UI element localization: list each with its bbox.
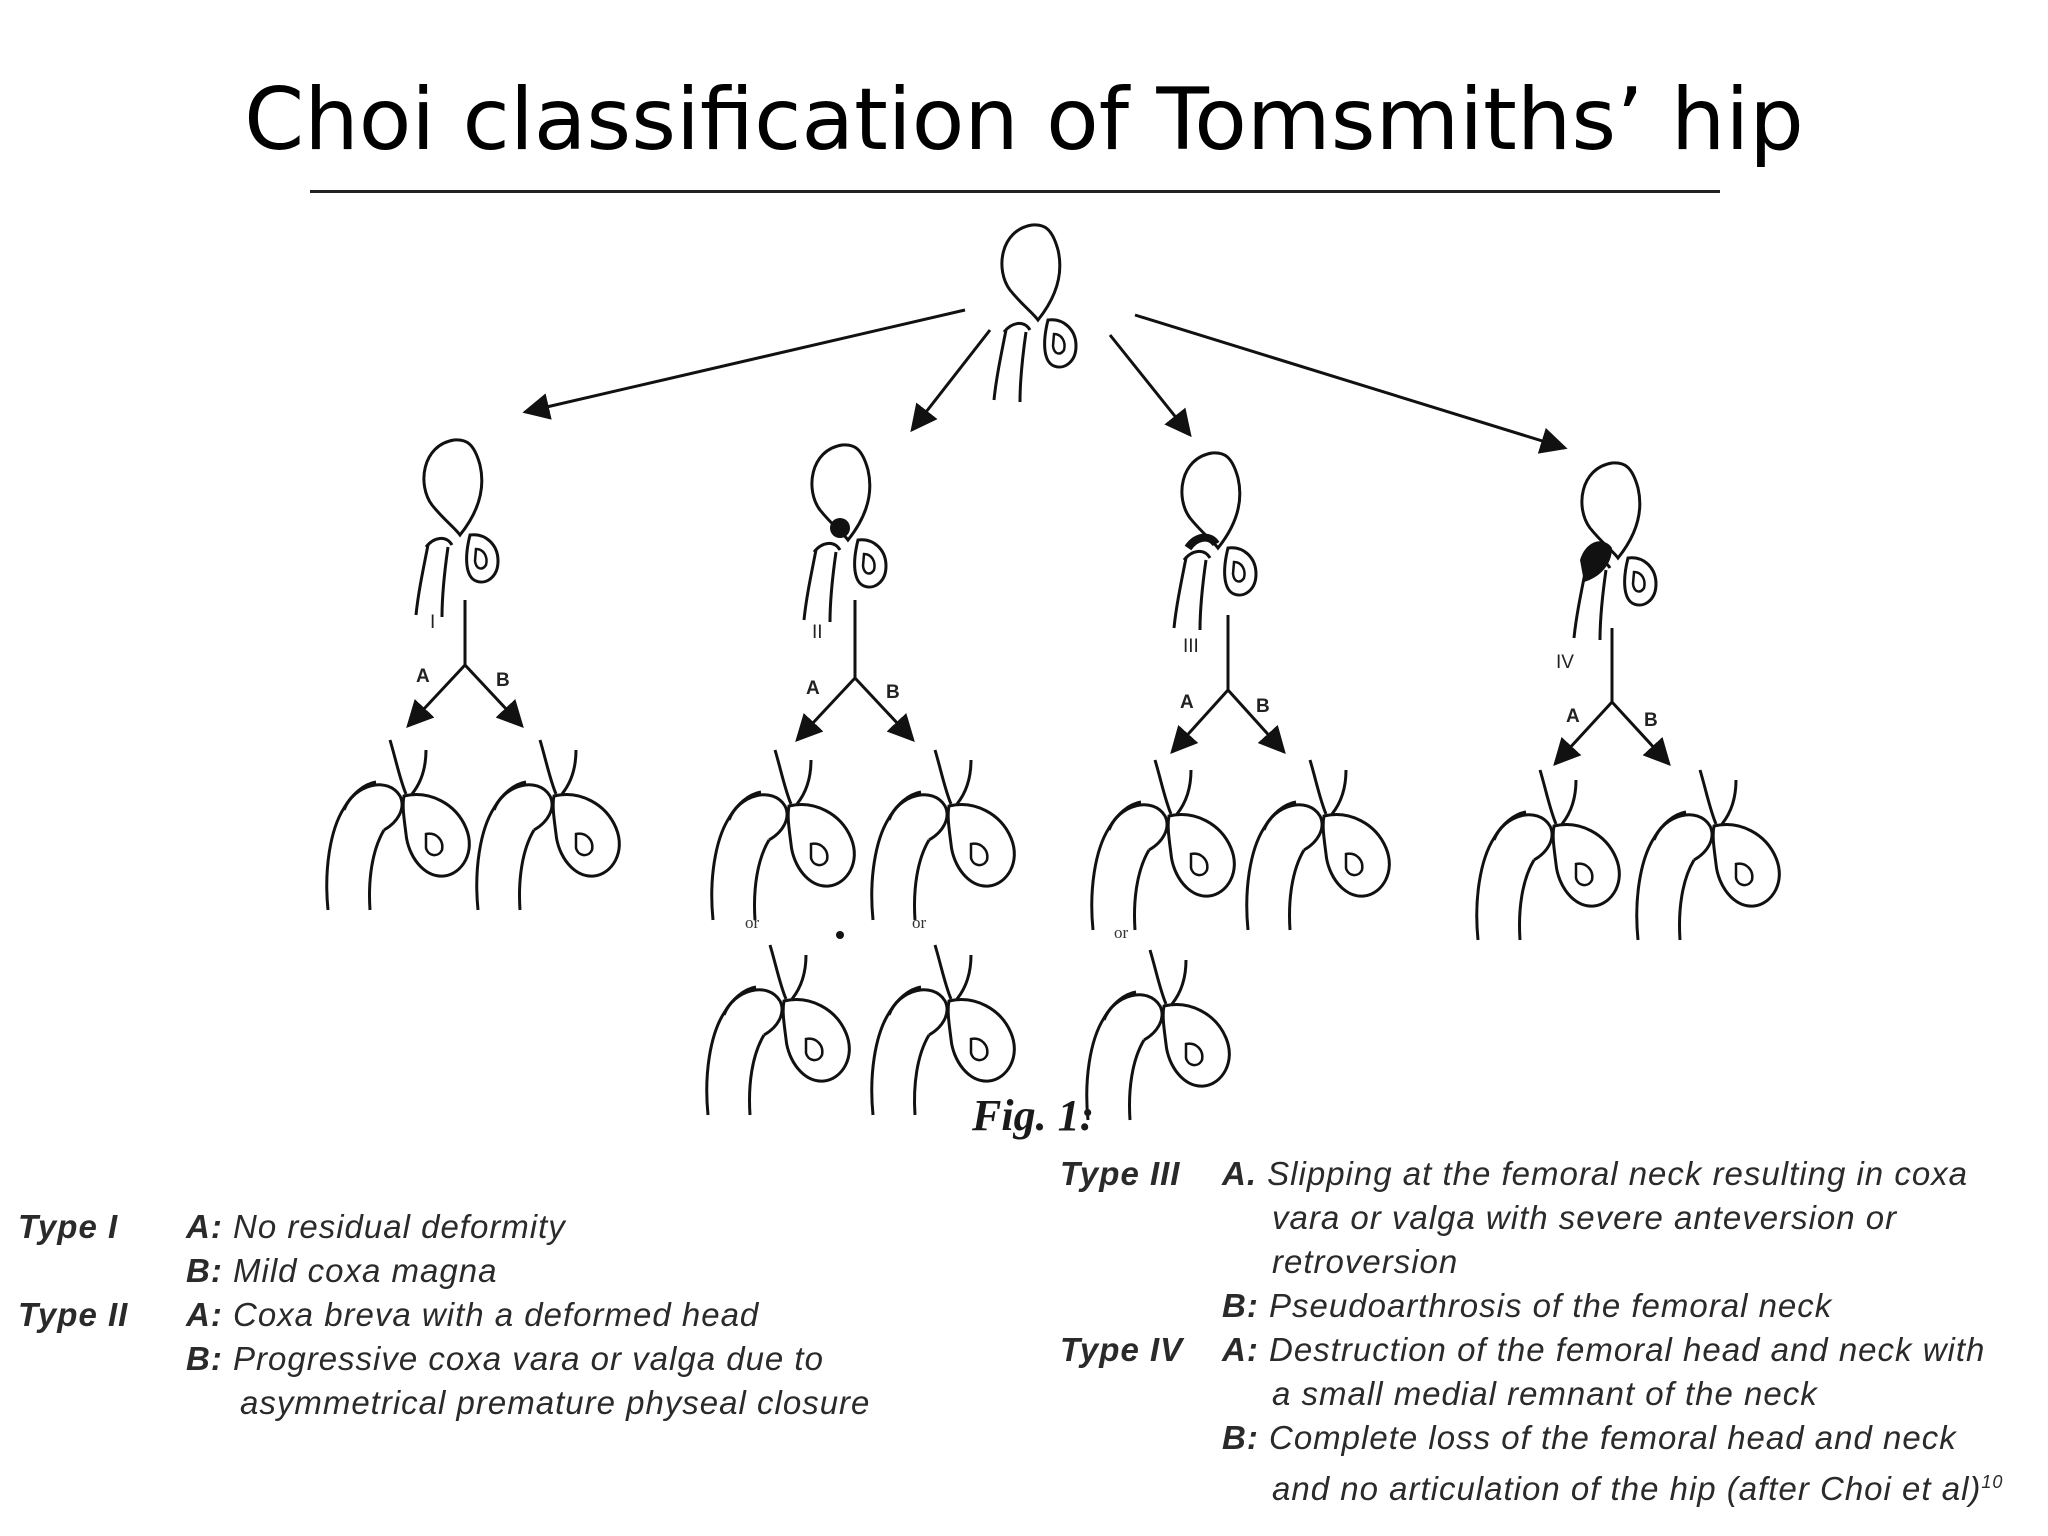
- hip-type-2b-drawing: [870, 748, 1016, 922]
- title-underline: [310, 190, 1720, 193]
- legend-reference-number: 10: [1981, 1472, 2004, 1492]
- arrow-to-type-1: [522, 308, 966, 420]
- legend-type-4-b-line1: Complete loss of the femoral head and ne…: [1269, 1419, 1957, 1456]
- legend-type-4-name: Type IV: [1060, 1331, 1184, 1368]
- type-4-label: IV: [1556, 652, 1574, 673]
- hip-type-3b-drawing: [1245, 758, 1391, 932]
- legend-type-3-a-key: A.: [1222, 1155, 1257, 1192]
- arrow-to-type-2: [910, 329, 992, 433]
- legend-left: Type I A: No residual deformity B: Mild …: [18, 1205, 998, 1425]
- legend-type-1-name: Type I: [18, 1208, 119, 1245]
- legend-type-4-a-key: A:: [1222, 1331, 1259, 1368]
- hip-type-2a-drawing: [710, 748, 856, 922]
- hip-normal-drawing: [992, 223, 1078, 404]
- legend-type-1-a: No residual deformity: [233, 1208, 566, 1245]
- arrow-to-type-4: [1134, 313, 1568, 454]
- legend-type-2-b-line1: Progressive coxa vara or valga due to: [233, 1340, 824, 1377]
- type-2-branch-b: B: [886, 682, 900, 703]
- figure-caption: Fig. 1:: [972, 1091, 1095, 1140]
- legend-type-1-a-key: A:: [186, 1208, 223, 1245]
- type-3-branch-a: A: [1180, 692, 1194, 713]
- legend-type-2-a: Coxa breva with a deformed head: [233, 1296, 760, 1333]
- legend-type-2-a-key: A:: [186, 1296, 223, 1333]
- legend-type-1-b-key: B:: [186, 1252, 223, 1289]
- hip-type-4b-drawing: [1635, 768, 1781, 942]
- legend-type-3-a-line3: retroversion: [1272, 1243, 1459, 1280]
- type-3-label: III: [1183, 636, 1199, 657]
- slide-title: Choi classification of Tomsmiths’ hip: [244, 70, 1804, 170]
- type-3a-or-label: or: [1114, 923, 1129, 942]
- type-1-column: I A B: [325, 438, 621, 912]
- type-1-branch-a: A: [416, 666, 430, 687]
- hip-type-4a-drawing: [1475, 768, 1621, 942]
- type-2b-or-label: or: [912, 913, 927, 932]
- type-4-branch-a: A: [1566, 706, 1580, 727]
- hip-type-3a-drawing: [1090, 758, 1236, 932]
- legend-type-1-b: Mild coxa magna: [233, 1252, 498, 1289]
- legend-type-4-a-line2: a small medial remnant of the neck: [1272, 1375, 1818, 1412]
- legend-type-3-a-line2: vara or valga with severe anteversion or: [1272, 1199, 1898, 1236]
- type-2-label: II: [812, 622, 823, 643]
- type-3-branch-b: B: [1256, 696, 1270, 717]
- legend-type-4-a-line1: Destruction of the femoral head and neck…: [1269, 1331, 1986, 1368]
- legend-type-3-name: Type III: [1060, 1155, 1181, 1192]
- type-2-column: II A B or or: [705, 443, 1016, 1117]
- legend-type-3-a-line1: Slipping at the femoral neck resulting i…: [1267, 1155, 1969, 1192]
- legend-type-2-b-line2: asymmetrical premature physeal closure: [240, 1384, 871, 1421]
- hip-type-1b-drawing: [475, 738, 621, 912]
- legend-right: Type III A. Slipping at the femoral neck…: [1060, 1152, 2040, 1512]
- legend-type-2-b-key: B:: [186, 1340, 223, 1377]
- legend-type-3-b: Pseudoarthrosis of the femoral neck: [1269, 1287, 1833, 1324]
- type-1-label: I: [430, 612, 435, 633]
- type-2a-or-label: or: [745, 913, 760, 932]
- type-4-column: IV A B: [1475, 461, 1781, 942]
- hip-type-1-drawing: [414, 438, 500, 619]
- type-3-column: III A B or: [1085, 451, 1391, 1122]
- hip-type-2a-alt-drawing: [705, 943, 851, 1117]
- type-4-branch-b: B: [1644, 710, 1658, 731]
- hip-type-3a-alt-drawing: [1085, 948, 1231, 1122]
- legend-type-4-b-line2: and no articulation of the hip (after Ch…: [1272, 1470, 1982, 1507]
- legend-type-3-b-key: B:: [1222, 1287, 1259, 1324]
- type-1-branch-b: B: [496, 670, 510, 691]
- legend-type-4-b-key: B:: [1222, 1419, 1259, 1456]
- type-2-branch-a: A: [806, 678, 820, 699]
- hip-type-1a-drawing: [325, 738, 471, 912]
- arrow-to-type-3: [1108, 334, 1192, 438]
- legend-type-2-name: Type II: [18, 1296, 129, 1333]
